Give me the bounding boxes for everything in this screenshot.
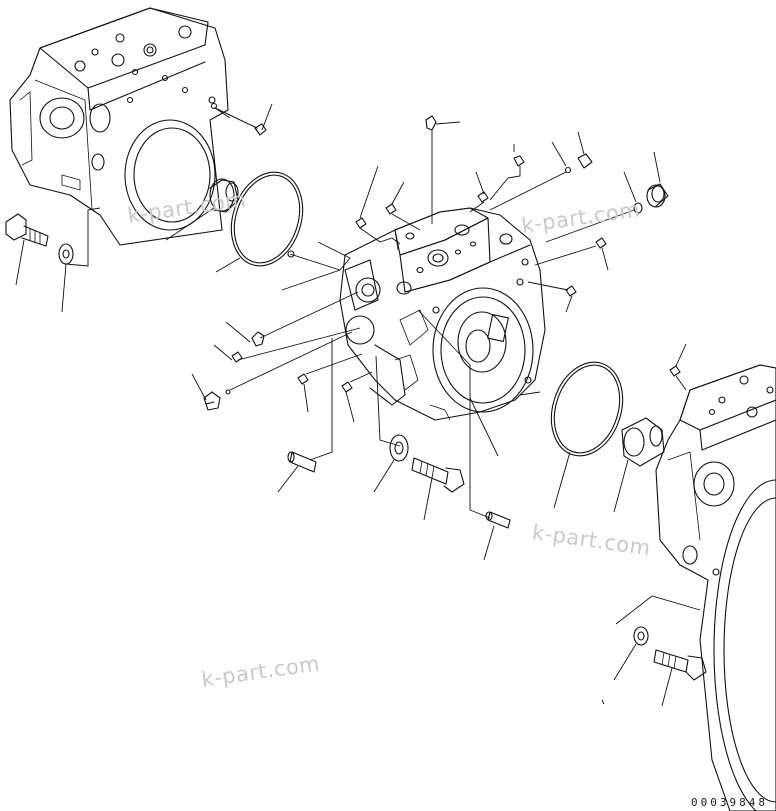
left-pump-housing — [9, 7, 229, 246]
washer-center — [389, 434, 409, 462]
small-bolt-upper-left — [210, 102, 267, 136]
left-bolt — [5, 213, 49, 247]
right-bolt — [653, 649, 707, 681]
o-ring-left — [230, 171, 304, 267]
bushing-left — [209, 178, 239, 213]
center-pump-body — [339, 207, 546, 421]
left-washer — [58, 243, 74, 265]
dowel-pin-right — [485, 511, 511, 529]
o-ring-center — [550, 361, 624, 457]
right-washer — [633, 626, 649, 646]
dowel-pin-left — [287, 451, 317, 473]
document-number: 00039848 — [691, 796, 768, 809]
bushing-right — [621, 417, 665, 467]
right-pump-housing — [655, 364, 776, 811]
bolt-center — [411, 457, 465, 493]
center-hardware — [191, 115, 669, 519]
